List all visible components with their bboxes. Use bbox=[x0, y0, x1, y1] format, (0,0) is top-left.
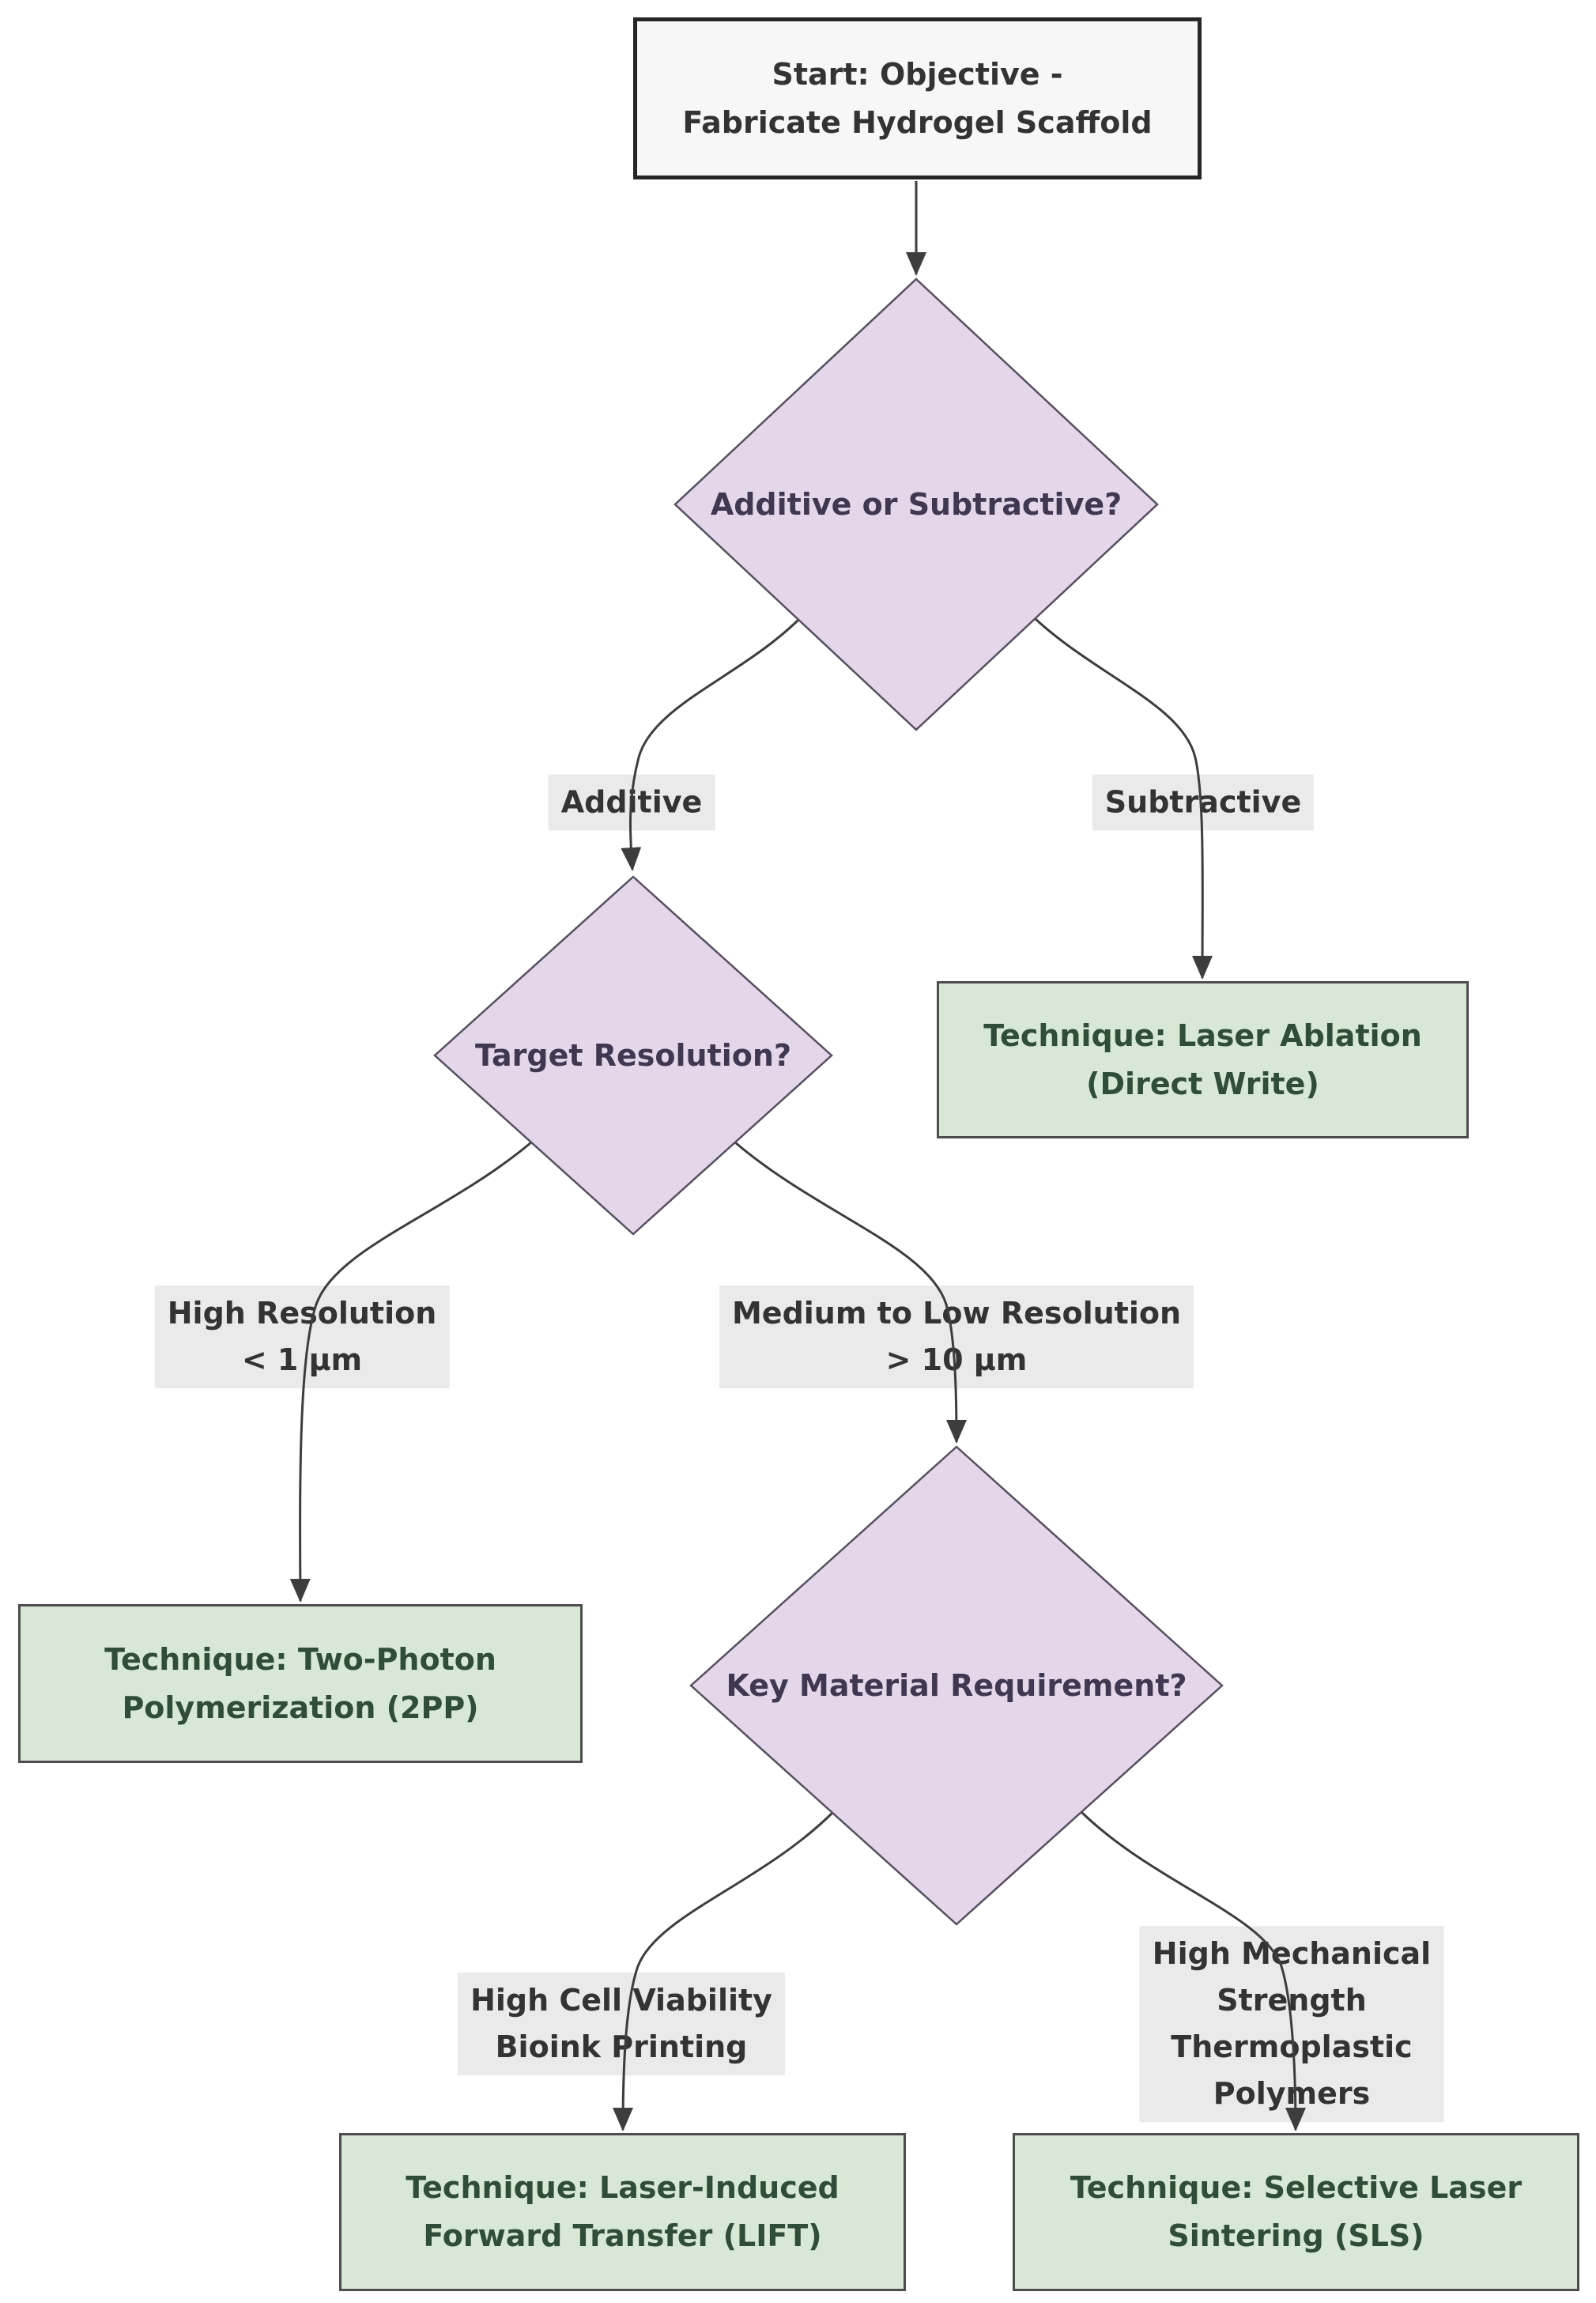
technique-node-two-photon-polymerization: Technique: Two-Photon Polymerization (2P… bbox=[18, 1604, 583, 1763]
technique-node-lift: Technique: Laser-Induced Forward Transfe… bbox=[339, 2133, 906, 2291]
edge-label-medium-low-resolution: Medium to Low Resolution > 10 μm bbox=[719, 1286, 1194, 1388]
start-node: Start: Objective - Fabricate Hydrogel Sc… bbox=[633, 17, 1202, 179]
edge-decision2-high-resolution bbox=[289, 1141, 532, 1603]
edge-decision3-cell-viability bbox=[613, 1811, 834, 2131]
edge-decision3-mechanical-strength bbox=[1080, 1810, 1306, 2131]
technique-node-laser-ablation: Technique: Laser Ablation (Direct Write) bbox=[937, 981, 1469, 1138]
edge-label-subtractive: Subtractive bbox=[1092, 774, 1315, 831]
decision-diamond-target-resolution bbox=[433, 875, 833, 1236]
decision-diamond-key-material-requirement bbox=[689, 1445, 1224, 1926]
decision-diamond-additive-or-subtractive bbox=[673, 277, 1159, 731]
edge-label-high-cell-viability: High Cell Viability Bioink Printing bbox=[458, 1973, 785, 2075]
edge-decision1-additive bbox=[621, 618, 800, 871]
edge-decision2-medium-low bbox=[734, 1141, 967, 1444]
edge-label-high-resolution: High Resolution < 1 μm bbox=[154, 1286, 450, 1388]
technique-node-sls: Technique: Selective Laser Sintering (SL… bbox=[1013, 2133, 1579, 2291]
edge-decision1-subtractive bbox=[1034, 617, 1213, 980]
edge-label-high-mechanical-strength: High Mechanical Strength Thermoplastic P… bbox=[1139, 1926, 1444, 2122]
